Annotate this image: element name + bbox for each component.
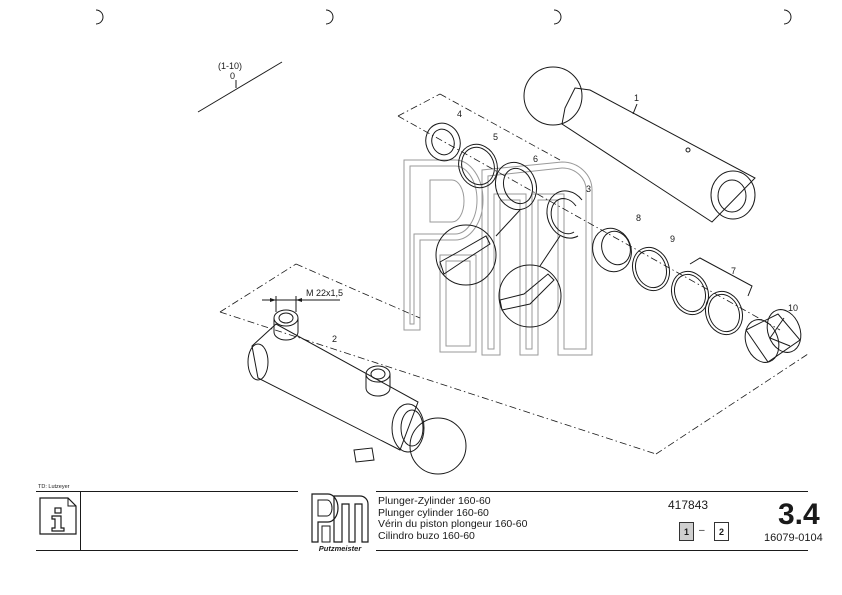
assembly-index-label: 0 — [230, 71, 235, 81]
part-7-ring-a — [670, 270, 710, 316]
part-5-ring-inner — [461, 146, 495, 186]
part-8-ring-inner — [601, 230, 631, 266]
part-3-split-ring — [546, 190, 583, 239]
callout-9: 9 — [670, 234, 675, 244]
part-4-ring — [425, 122, 461, 162]
title-block-divider — [80, 491, 81, 551]
putzmeister-logo: Putzmeister — [311, 493, 369, 552]
part-3-split-ring-inner — [550, 198, 577, 235]
title-de: Plunger-Zylinder 160-60 — [378, 495, 491, 507]
callout-7: 7 — [731, 266, 736, 276]
putzmeister-watermark — [403, 159, 593, 356]
assembly-range-label: (1-10) — [218, 61, 242, 71]
callout-5: 5 — [493, 132, 498, 142]
title-block-rule — [376, 550, 808, 551]
part-6-seal — [494, 161, 538, 211]
title-fr: Vérin du piston plongeur 160-60 — [378, 518, 528, 530]
page-separator: – — [699, 525, 705, 536]
page-total-box: 2 — [714, 522, 729, 541]
part-8-ring — [592, 227, 632, 273]
part-7-ring-a-inner — [673, 273, 707, 313]
detail-view-upper — [435, 209, 521, 286]
lower-axis-frame — [219, 263, 809, 455]
part-9-ring-inner — [634, 249, 668, 289]
part-5-ring — [458, 143, 498, 189]
callout-4: 4 — [457, 109, 462, 119]
callout-3: 3 — [586, 184, 591, 194]
callout-10: 10 — [788, 303, 798, 313]
callout-1: 1 — [634, 93, 639, 103]
section-number: 3.4 — [778, 498, 820, 531]
part-number: 16079-0104 — [764, 532, 823, 544]
detail-view-lower — [498, 235, 562, 328]
punch-hole-mark — [325, 9, 334, 25]
callout-8: 8 — [636, 213, 641, 223]
assembly-leader-line — [197, 61, 283, 113]
part-7-bracket — [689, 257, 753, 297]
info-document-icon — [39, 497, 77, 535]
logo-wordmark: Putzmeister — [319, 544, 363, 552]
part-6-seal-inner — [502, 167, 534, 205]
punch-hole-mark — [553, 9, 562, 25]
part-plunger — [523, 66, 756, 223]
part-10-guide-bushing — [744, 309, 802, 363]
document-titles: Plunger-Zylinder 160-60 Plunger cylinder… — [378, 495, 528, 542]
drawn-by-label: TD: Lutzeyer — [38, 484, 70, 490]
callout-2: 2 — [332, 334, 337, 344]
punch-hole-mark — [783, 9, 792, 25]
callout-1-leader — [632, 103, 638, 115]
part-7-ring-b — [704, 290, 744, 336]
callout-6: 6 — [533, 154, 538, 164]
title-block-rule — [36, 491, 298, 492]
thread-dimension — [262, 296, 340, 312]
title-en: Plunger cylinder 160-60 — [378, 506, 489, 519]
part-7-ring-b-inner — [707, 293, 741, 333]
part-cylinder-body — [247, 309, 467, 475]
document-number: 417843 — [668, 498, 709, 512]
part-9-ring — [631, 246, 671, 292]
title-es: Cilindro buzo 160-60 — [378, 529, 475, 542]
page-current-box: 1 — [679, 522, 694, 541]
title-block-rule — [376, 491, 808, 492]
title-block-rule — [36, 550, 298, 551]
thread-spec-label: M 22x1,5 — [306, 288, 343, 298]
punch-hole-mark — [95, 9, 104, 25]
